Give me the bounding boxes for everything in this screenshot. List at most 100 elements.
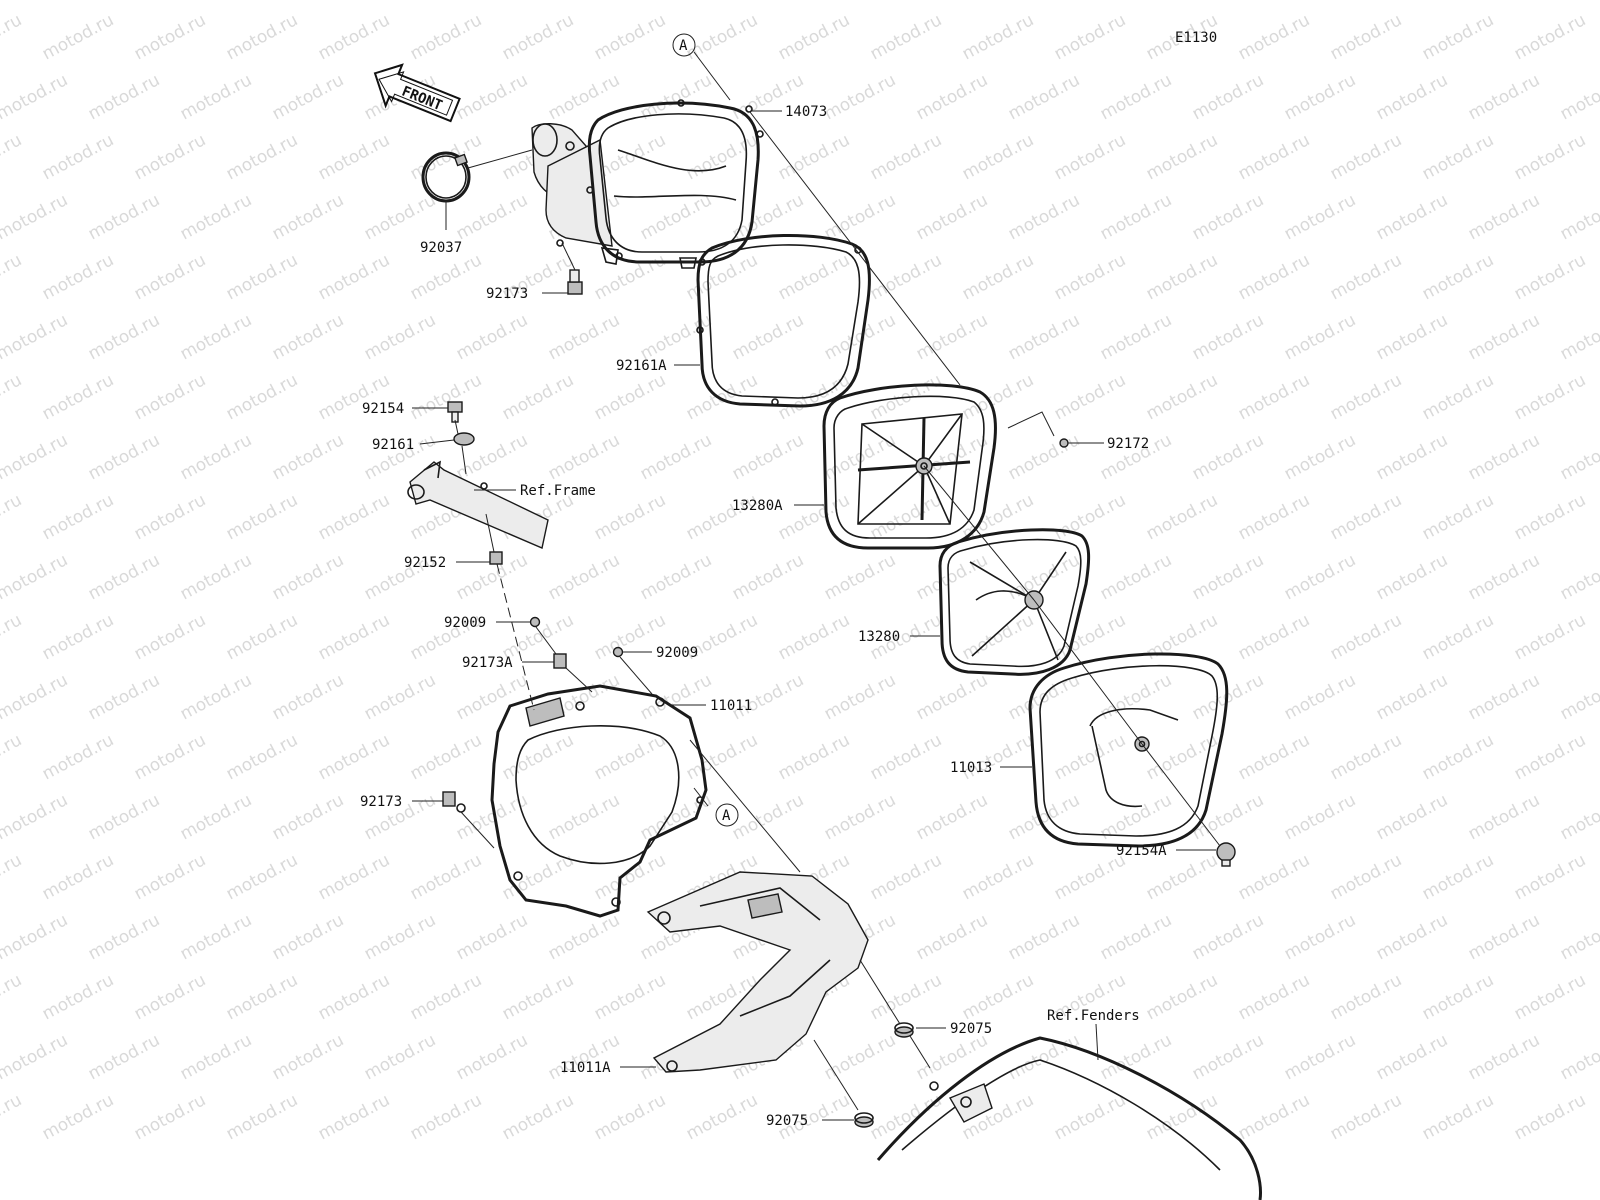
watermark-text: motod.ru bbox=[407, 130, 485, 184]
watermark-text: motod.ru bbox=[1511, 10, 1589, 64]
watermark-text: motod.ru bbox=[1189, 310, 1267, 364]
watermark-text: motod.ru bbox=[0, 790, 71, 844]
watermark-text: motod.ru bbox=[637, 670, 715, 724]
watermark-text: motod.ru bbox=[1005, 310, 1083, 364]
watermark-text: motod.ru bbox=[39, 130, 117, 184]
watermark-text: motod.ru bbox=[1143, 730, 1221, 784]
watermark-text: motod.ru bbox=[1005, 190, 1083, 244]
watermark-text: motod.ru bbox=[821, 790, 899, 844]
watermark-text: motod.ru bbox=[775, 610, 853, 664]
watermark-text: motod.ru bbox=[39, 610, 117, 664]
watermark-text: motod.ru bbox=[407, 1090, 485, 1144]
watermark-text: motod.ru bbox=[913, 1030, 991, 1084]
watermark-text: motod.ru bbox=[821, 550, 899, 604]
watermark-text: motod.ru bbox=[821, 670, 899, 724]
watermark-text: motod.ru bbox=[85, 190, 163, 244]
label-92037: 92037 bbox=[420, 240, 462, 256]
watermark-text: motod.ru bbox=[1327, 610, 1405, 664]
watermark-text: motod.ru bbox=[1143, 250, 1221, 304]
watermark-text: motod.ru bbox=[1235, 490, 1313, 544]
watermark-text: motod.ru bbox=[1327, 250, 1405, 304]
watermark-text: motod.ru bbox=[315, 730, 393, 784]
watermark-text: motod.ru bbox=[591, 1090, 669, 1144]
watermark-text: motod.ru bbox=[177, 910, 255, 964]
label-13280: 13280 bbox=[858, 629, 900, 645]
watermark-text: motod.ru bbox=[315, 1090, 393, 1144]
screw-92009-right bbox=[612, 646, 624, 658]
ref-marker-a-bottom: A bbox=[715, 803, 739, 827]
watermark-text: motod.ru bbox=[1097, 190, 1175, 244]
watermark-text: motod.ru bbox=[1557, 910, 1600, 964]
watermark-text: motod.ru bbox=[85, 70, 163, 124]
label-11011A: 11011A bbox=[560, 1060, 611, 1076]
watermark-text: motod.ru bbox=[1051, 250, 1129, 304]
watermark-text: motod.ru bbox=[499, 730, 577, 784]
frame-bracket bbox=[407, 460, 549, 549]
watermark-text: motod.ru bbox=[39, 10, 117, 64]
watermark-text: motod.ru bbox=[1465, 910, 1543, 964]
watermark-text: motod.ru bbox=[223, 130, 301, 184]
ref-marker-a-top: A bbox=[672, 33, 696, 57]
watermark-text: motod.ru bbox=[913, 70, 991, 124]
watermark-text: motod.ru bbox=[177, 310, 255, 364]
watermark-text: motod.ru bbox=[591, 370, 669, 424]
watermark-text: motod.ru bbox=[959, 130, 1037, 184]
watermark-text: motod.ru bbox=[1005, 430, 1083, 484]
watermark-text: motod.ru bbox=[0, 190, 71, 244]
watermark-text: motod.ru bbox=[39, 970, 117, 1024]
label-92161: 92161 bbox=[372, 437, 414, 453]
watermark-text: motod.ru bbox=[131, 970, 209, 1024]
label-92173A: 92173A bbox=[462, 655, 513, 671]
watermark-text: motod.ru bbox=[1097, 910, 1175, 964]
watermark-text: motod.ru bbox=[683, 130, 761, 184]
watermark-text: motod.ru bbox=[1281, 310, 1359, 364]
front-arrow-icon: FRONT bbox=[373, 63, 461, 123]
watermark-text: motod.ru bbox=[545, 430, 623, 484]
watermark-text: motod.ru bbox=[39, 850, 117, 904]
watermark-text: motod.ru bbox=[407, 850, 485, 904]
watermark-text: motod.ru bbox=[1327, 970, 1405, 1024]
watermark-text: motod.ru bbox=[729, 430, 807, 484]
ref-marker-a-top-label: A bbox=[679, 38, 688, 54]
watermark-text: motod.ru bbox=[1097, 670, 1175, 724]
watermark-text: motod.ru bbox=[39, 1090, 117, 1144]
watermark-text: motod.ru bbox=[1465, 190, 1543, 244]
watermark-text: motod.ru bbox=[1235, 10, 1313, 64]
watermark-text: motod.ru bbox=[453, 910, 531, 964]
watermark-text: motod.ru bbox=[223, 250, 301, 304]
watermark-text: motod.ru bbox=[1097, 310, 1175, 364]
watermark-text: motod.ru bbox=[85, 790, 163, 844]
watermark-text: motod.ru bbox=[1189, 910, 1267, 964]
watermark-text: motod.ru bbox=[1235, 130, 1313, 184]
watermark-text: motod.ru bbox=[1465, 310, 1543, 364]
watermark-text: motod.ru bbox=[0, 730, 25, 784]
watermark-text: motod.ru bbox=[85, 550, 163, 604]
watermark-text: motod.ru bbox=[131, 250, 209, 304]
watermark-text: motod.ru bbox=[177, 430, 255, 484]
watermark-text: motod.ru bbox=[1327, 130, 1405, 184]
clip-92173-top bbox=[567, 269, 583, 295]
watermark-text: motod.ru bbox=[0, 670, 71, 724]
watermark-text: motod.ru bbox=[1097, 1030, 1175, 1084]
watermark-text: motod.ru bbox=[85, 1030, 163, 1084]
air-filter-11013 bbox=[1028, 652, 1229, 848]
diagram-code: E1130 bbox=[1175, 30, 1217, 46]
knob-92154A bbox=[1216, 842, 1236, 867]
watermark-text: motod.ru bbox=[85, 910, 163, 964]
watermark-text: motod.ru bbox=[39, 490, 117, 544]
watermark-text: motod.ru bbox=[1281, 190, 1359, 244]
watermark-text: motod.ru bbox=[867, 850, 945, 904]
watermark-text: motod.ru bbox=[913, 910, 991, 964]
watermark-text: motod.ru bbox=[1373, 430, 1451, 484]
screw-92172 bbox=[1059, 438, 1069, 448]
watermark-text: motod.ru bbox=[131, 610, 209, 664]
watermark-text: motod.ru bbox=[1465, 1030, 1543, 1084]
watermark-text: motod.ru bbox=[1419, 490, 1497, 544]
label-92161A: 92161A bbox=[616, 358, 667, 374]
watermark-text: motod.ru bbox=[1051, 370, 1129, 424]
watermark-text: motod.ru bbox=[591, 10, 669, 64]
watermark-text: motod.ru bbox=[591, 970, 669, 1024]
watermark-text: motod.ru bbox=[1051, 130, 1129, 184]
watermark-text: motod.ru bbox=[545, 1030, 623, 1084]
watermark-text: motod.ru bbox=[959, 970, 1037, 1024]
